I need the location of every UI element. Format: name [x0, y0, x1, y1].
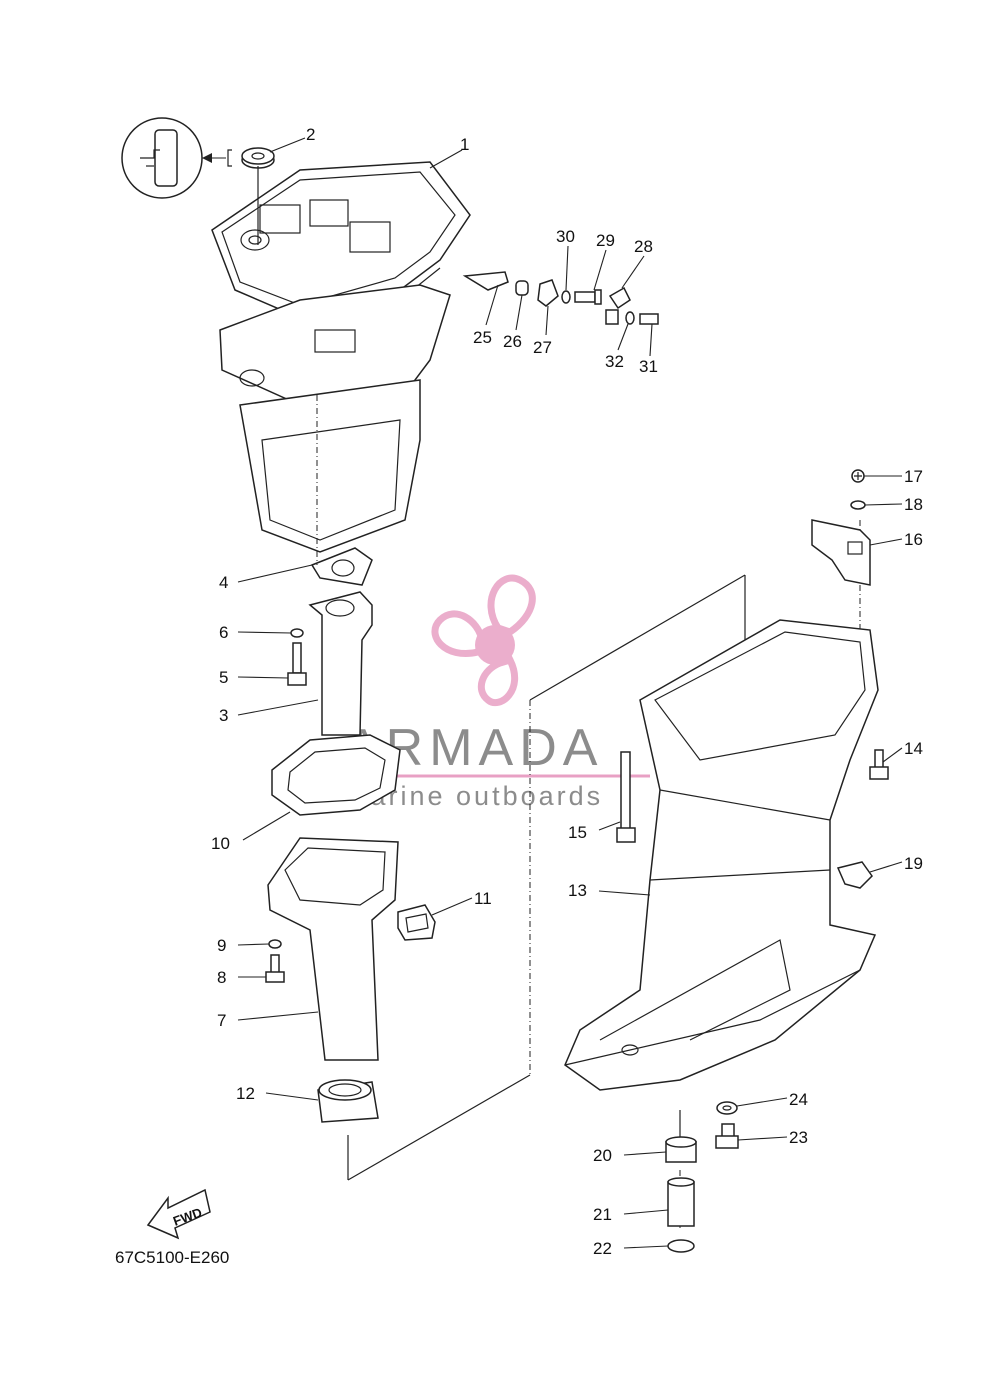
- part-27-bracket: [537, 279, 559, 307]
- leader-lines: [237, 137, 903, 1249]
- part-10-gasket: [271, 734, 401, 816]
- part-26-collar: [515, 280, 529, 296]
- callout-27: 27: [533, 338, 552, 357]
- part-7-exhaust-manifold: [267, 837, 399, 1061]
- callout-19: 19: [904, 854, 923, 873]
- part-32-washer: [625, 311, 635, 325]
- part-20-grommet: [665, 1136, 697, 1163]
- callout-30: 30: [556, 227, 575, 246]
- callout-28: 28: [634, 237, 653, 256]
- diagram-code: 67C5100-E260: [115, 1248, 229, 1267]
- part-19-clamp: [836, 861, 873, 889]
- part-17-screw: [851, 469, 865, 483]
- part-25-pin: [462, 271, 509, 291]
- callout-31: 31: [639, 357, 658, 376]
- part-30-washer: [561, 290, 571, 304]
- part-14-bolt: [869, 749, 889, 780]
- callout-23: 23: [789, 1128, 808, 1147]
- part-24-washer: [716, 1101, 738, 1115]
- watermark-logo: [431, 574, 536, 707]
- part-3-exhaust-guide: [308, 591, 373, 736]
- part-4-gasket: [310, 547, 373, 586]
- part-22-circlip: [667, 1239, 695, 1253]
- part-29-bolt: [574, 289, 602, 305]
- part-2-grommet: [241, 147, 275, 169]
- callout-18: 18: [904, 495, 923, 514]
- callout-7: 7: [217, 1011, 226, 1030]
- callout-32: 32: [605, 352, 624, 371]
- callout-1: 1: [460, 135, 469, 154]
- callout-2: 2: [306, 125, 315, 144]
- callout-21: 21: [593, 1205, 612, 1224]
- callout-24: 24: [789, 1090, 808, 1109]
- callout-9: 9: [217, 936, 226, 955]
- callout-5: 5: [219, 668, 228, 687]
- oil-pan: [239, 379, 421, 553]
- part-23-drain-screw: [715, 1123, 739, 1149]
- part-9-washer: [268, 939, 282, 949]
- part-1-upper-casing: [211, 161, 471, 331]
- callout-25: 25: [473, 328, 492, 347]
- part-28-clip: [608, 286, 631, 310]
- part-12-collar: [317, 1079, 379, 1123]
- callout-15: 15: [568, 823, 587, 842]
- callout-12: 12: [236, 1084, 255, 1103]
- callout-3: 3: [219, 706, 228, 725]
- callout-22: 22: [593, 1239, 612, 1258]
- callout-8: 8: [217, 968, 226, 987]
- callout-14: 14: [904, 739, 923, 758]
- part-6-washer: [290, 628, 304, 638]
- detail-inset: [121, 117, 232, 199]
- callout-11: 11: [474, 889, 492, 908]
- callout-29: 29: [596, 231, 615, 250]
- callout-4: 4: [219, 573, 228, 592]
- oil-pan-gasket: [219, 284, 451, 406]
- callout-17: 17: [904, 467, 923, 486]
- part-8-bolt: [265, 954, 285, 983]
- callout-26: 26: [503, 332, 522, 351]
- part-13-lower-casing: [564, 619, 879, 1091]
- part-31-bolt: [605, 309, 659, 325]
- callout-20: 20: [593, 1146, 612, 1165]
- callout-13: 13: [568, 881, 587, 900]
- fwd-arrow: FWD: [146, 1188, 211, 1240]
- callout-10: 10: [211, 834, 230, 853]
- part-18-washer: [850, 500, 866, 510]
- part-11-seal: [397, 904, 436, 941]
- callout-16: 16: [904, 530, 923, 549]
- assembly-lines: [257, 166, 861, 1230]
- part-5-bolt: [287, 642, 307, 686]
- callout-labels: 1 2 3 4 5 6 7 8 9 10 11 12 13 14 15 16 1…: [211, 125, 923, 1258]
- part-21-bushing: [667, 1177, 695, 1227]
- part-15-stud-bolt: [616, 751, 636, 843]
- part-16-bracket: [811, 519, 871, 586]
- callout-6: 6: [219, 623, 228, 642]
